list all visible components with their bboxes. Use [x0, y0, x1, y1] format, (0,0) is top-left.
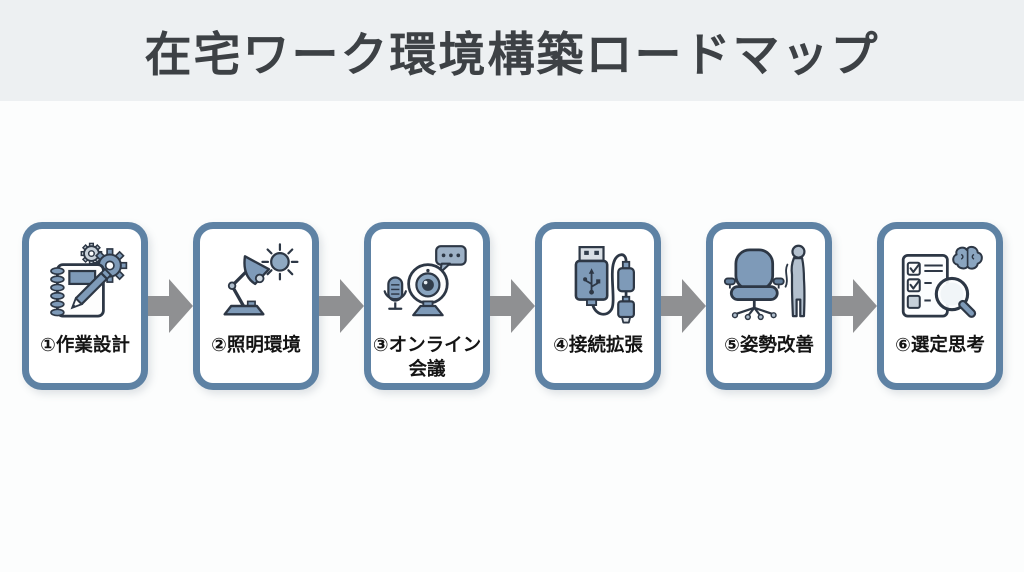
step-label: ④接続拡張 — [553, 329, 643, 357]
right-arrow-icon — [661, 279, 706, 333]
step-label: ③オンライン 会議 — [373, 329, 481, 381]
flow-arrow — [490, 279, 535, 333]
step-card-4: ④接続拡張 — [535, 222, 661, 390]
right-arrow-icon — [319, 279, 364, 333]
desk-lamp-sun-icon — [200, 229, 312, 329]
page-title: 在宅ワーク環境構築ロードマップ — [144, 28, 880, 81]
notebook-pencil-gears-icon — [29, 229, 141, 329]
right-arrow-icon — [832, 279, 877, 333]
step-label-line1: ⑤姿勢改善 — [724, 334, 814, 355]
flow-arrow — [148, 279, 193, 333]
checklist-magnifier-brain-icon — [884, 229, 996, 329]
flow-arrow — [661, 279, 706, 333]
roadmap-flow: ①作業設計 — [0, 222, 1024, 390]
webcam-mic-speech-icon — [371, 229, 483, 329]
step-label-line1: ②照明環境 — [211, 334, 301, 355]
right-arrow-icon — [490, 279, 535, 333]
step-label-line1: ③オンライン — [372, 334, 482, 355]
step-label-line2: 会議 — [408, 358, 446, 379]
step-label: ⑥選定思考 — [895, 329, 985, 357]
step-card-1: ①作業設計 — [22, 222, 148, 390]
step-card-2: ②照明環境 — [193, 222, 319, 390]
step-card-6: ⑥選定思考 — [877, 222, 1003, 390]
flow-arrow — [319, 279, 364, 333]
step-label: ⑤姿勢改善 — [724, 329, 814, 357]
step-label-line1: ④接続拡張 — [553, 334, 643, 355]
step-label-line1: ①作業設計 — [40, 334, 130, 355]
flow-arrow — [832, 279, 877, 333]
right-arrow-icon — [148, 279, 193, 333]
header-band: 在宅ワーク環境構築ロードマップ — [0, 0, 1024, 101]
step-card-5: ⑤姿勢改善 — [706, 222, 832, 390]
step-label-line1: ⑥選定思考 — [895, 334, 985, 355]
usb-cable-icon — [542, 229, 654, 329]
office-chair-posture-icon — [713, 229, 825, 329]
step-label: ①作業設計 — [40, 329, 130, 357]
step-label: ②照明環境 — [211, 329, 301, 357]
step-card-3: ③オンライン 会議 — [364, 222, 490, 390]
